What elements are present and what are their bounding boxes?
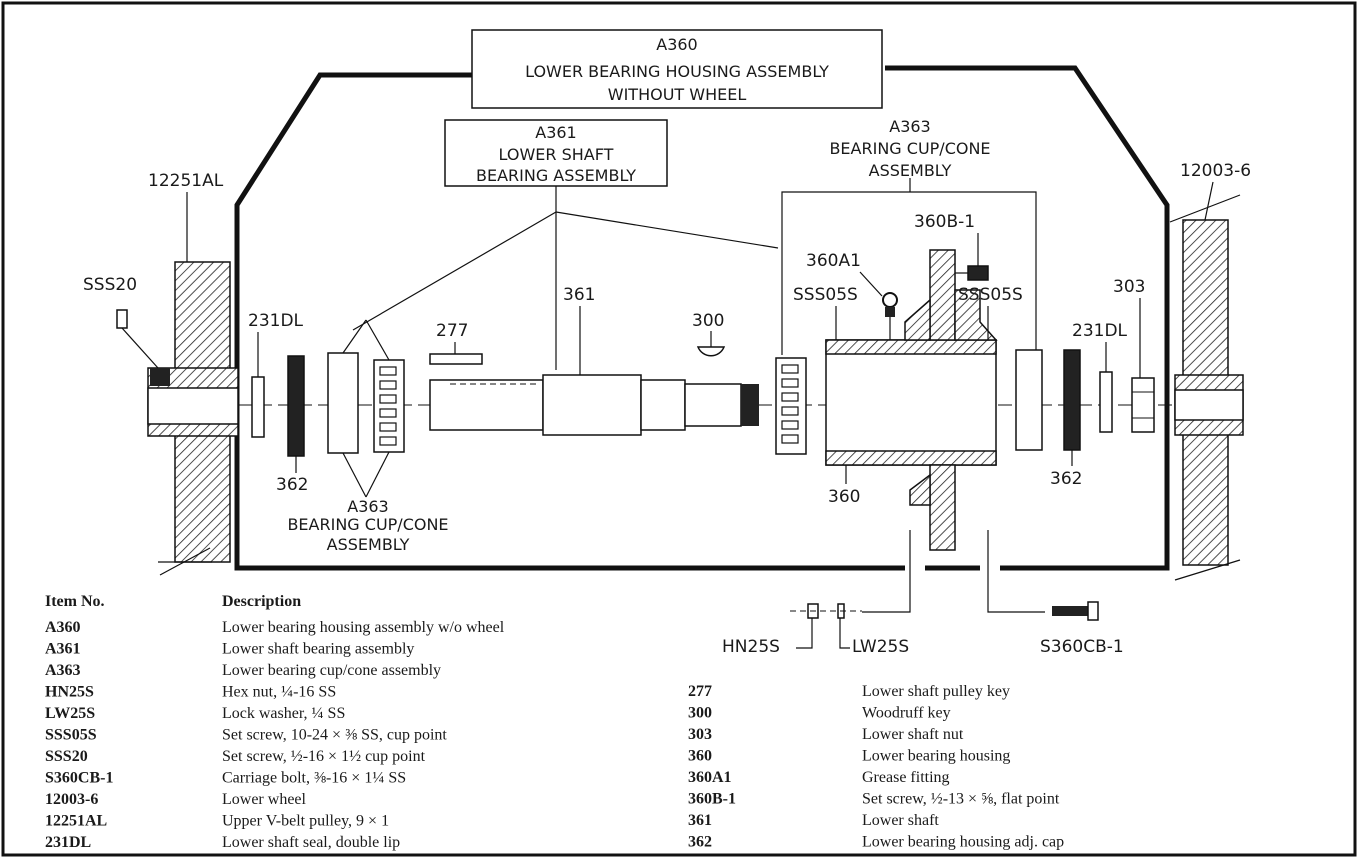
callout-sss20: SSS20 bbox=[83, 275, 137, 295]
callout-hn25s: HN25S bbox=[722, 637, 780, 657]
callout-360b-1: 360B-1 bbox=[914, 212, 975, 232]
callout-360a1: 360A1 bbox=[806, 251, 861, 271]
parts-row-right-item-6: 361 bbox=[688, 812, 712, 829]
parts-row-right-item-2: 303 bbox=[688, 726, 712, 743]
parts-row-left-item-3: HN25S bbox=[45, 684, 94, 701]
parts-row-left-desc-6: Set screw, ½-16 × 1½ cup point bbox=[222, 748, 426, 765]
parts-row-right-item-4: 360A1 bbox=[688, 769, 732, 786]
a361-line-2: LOWER SHAFT bbox=[499, 145, 614, 164]
parts-row-left-item-9: 12251AL bbox=[45, 813, 107, 830]
parts-row-right-item-1: 300 bbox=[688, 705, 712, 722]
lower-wheel bbox=[1169, 194, 1244, 581]
shaft-seal-left bbox=[251, 376, 265, 438]
a361-line-3: BEARING ASSEMBLY bbox=[476, 166, 636, 185]
parts-row-left-item-6: SSS20 bbox=[45, 748, 88, 765]
parts-row-right-desc-7: Lower bearing housing adj. cap bbox=[862, 834, 1064, 851]
parts-row-left-desc-10: Lower shaft seal, double lip bbox=[222, 834, 400, 851]
callout-303: 303 bbox=[1113, 277, 1145, 297]
table-header-item: Item No. bbox=[45, 593, 105, 610]
a363-top-line-2: BEARING CUP/CONE bbox=[829, 139, 990, 158]
parts-row-left-desc-4: Lock washer, ¼ SS bbox=[222, 705, 345, 722]
parts-row-left-item-2: A363 bbox=[45, 662, 81, 679]
pulley-key bbox=[429, 353, 483, 365]
callout-362-right: 362 bbox=[1050, 469, 1082, 489]
parts-row-left-item-0: A360 bbox=[45, 619, 81, 636]
callout-231dl-right: 231DL bbox=[1072, 321, 1128, 341]
parts-row-right-item-5: 360B-1 bbox=[688, 791, 736, 808]
adj-cap-left bbox=[287, 355, 305, 457]
grease-fitting bbox=[882, 292, 898, 308]
parts-row-left-item-10: 231DL bbox=[45, 834, 91, 851]
a361-line-1: A361 bbox=[535, 123, 576, 142]
parts-row-right-desc-2: Lower shaft nut bbox=[862, 726, 964, 743]
callout-lw25s: LW25S bbox=[852, 637, 909, 657]
callout-277: 277 bbox=[436, 321, 468, 341]
callout-sss05s-right: SSS05S bbox=[958, 285, 1023, 305]
parts-row-right-item-0: 277 bbox=[688, 683, 712, 700]
parts-row-left-desc-0: Lower bearing housing assembly w/o wheel bbox=[222, 619, 505, 636]
parts-row-left-desc-3: Hex nut, ¼-16 SS bbox=[222, 684, 336, 701]
callout-360: 360 bbox=[828, 487, 860, 507]
upper-v-belt-pulley bbox=[147, 261, 239, 576]
carriage-bolt bbox=[1052, 606, 1090, 616]
parts-row-left-item-4: LW25S bbox=[45, 705, 95, 722]
callout-362-left: 362 bbox=[276, 475, 308, 495]
title-line-1: A360 bbox=[656, 35, 697, 54]
callout-12251al: 12251AL bbox=[148, 171, 224, 191]
bearing-cup-left bbox=[327, 352, 359, 454]
a363-bottom-line-3: ASSEMBLY bbox=[327, 535, 410, 554]
set-screw-sss20 bbox=[116, 309, 128, 329]
parts-row-left-desc-1: Lower shaft bearing assembly bbox=[222, 641, 414, 658]
parts-row-right-item-3: 360 bbox=[688, 748, 712, 765]
callout-300: 300 bbox=[692, 311, 724, 331]
parts-row-left-item-8: 12003-6 bbox=[45, 791, 98, 808]
parts-row-left-item-7: S360CB-1 bbox=[45, 770, 113, 787]
callout-12003-6: 12003-6 bbox=[1180, 161, 1251, 181]
parts-row-left-desc-5: Set screw, 10-24 × ⅜ SS, cup point bbox=[222, 727, 447, 744]
lower-bearing-housing bbox=[825, 249, 998, 551]
parts-row-left-item-5: SSS05S bbox=[45, 727, 97, 744]
title-box: A360 LOWER BEARING HOUSING ASSEMBLY WITH… bbox=[471, 29, 883, 109]
a361-box: A361 LOWER SHAFT BEARING ASSEMBLY bbox=[444, 119, 668, 187]
parts-row-right-desc-0: Lower shaft pulley key bbox=[862, 683, 1010, 700]
shaft-nut bbox=[1131, 377, 1155, 433]
set-screw-360b1 bbox=[967, 265, 989, 281]
callout-s360cb-1: S360CB-1 bbox=[1040, 637, 1124, 657]
a363-top-label: A363 BEARING CUP/CONE ASSEMBLY bbox=[829, 117, 990, 180]
title-line-2: LOWER BEARING HOUSING ASSEMBLY bbox=[525, 62, 829, 81]
adj-cap-right bbox=[1063, 349, 1081, 451]
callout-231dl-left: 231DL bbox=[248, 311, 304, 331]
a363-bottom-line-2: BEARING CUP/CONE bbox=[287, 515, 448, 534]
parts-row-left-desc-7: Carriage bolt, ⅜-16 × 1¼ SS bbox=[222, 770, 406, 787]
table-header-description: Description bbox=[222, 593, 301, 610]
woodruff-key bbox=[696, 346, 726, 357]
parts-row-right-desc-5: Set screw, ½-13 × ⅝, flat point bbox=[862, 791, 1060, 808]
shaft-seal-right bbox=[1099, 371, 1113, 433]
parts-row-left-item-1: A361 bbox=[45, 641, 81, 658]
parts-row-right-desc-4: Grease fitting bbox=[862, 769, 950, 786]
a363-top-line-1: A363 bbox=[889, 117, 930, 136]
a363-bottom-line-1: A363 bbox=[347, 497, 388, 516]
parts-row-left-desc-2: Lower bearing cup/cone assembly bbox=[222, 662, 441, 679]
bearing-cup-right bbox=[1015, 349, 1043, 451]
parts-row-left-desc-9: Upper V-belt pulley, 9 × 1 bbox=[222, 813, 389, 830]
parts-row-left-desc-8: Lower wheel bbox=[222, 791, 307, 808]
assembly-boundary bbox=[234, 65, 1170, 571]
title-line-3: WITHOUT WHEEL bbox=[608, 85, 747, 104]
a363-top-line-3: ASSEMBLY bbox=[869, 161, 952, 180]
parts-row-right-desc-3: Lower bearing housing bbox=[862, 748, 1010, 765]
callout-sss05s-left: SSS05S bbox=[793, 285, 858, 305]
parts-row-right-desc-6: Lower shaft bbox=[862, 812, 939, 829]
lower-shaft bbox=[429, 374, 759, 436]
parts-row-right-item-7: 362 bbox=[688, 834, 712, 851]
callout-361: 361 bbox=[563, 285, 595, 305]
parts-row-right-desc-1: Woodruff key bbox=[862, 705, 951, 722]
